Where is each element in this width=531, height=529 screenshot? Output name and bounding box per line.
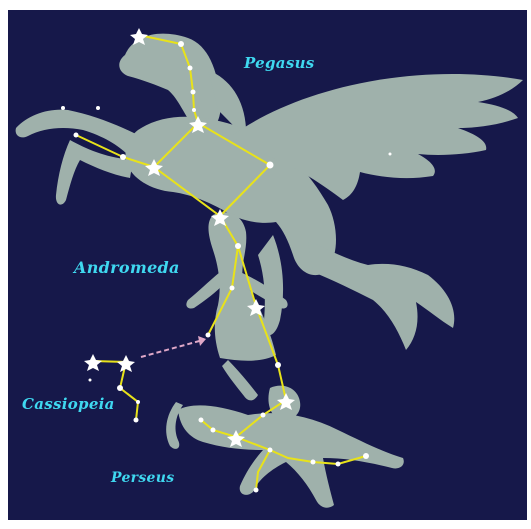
label-andromeda: Andromeda (74, 258, 180, 277)
arrow-to-andromeda (141, 340, 203, 357)
label-cassiopeia: Cassiopeia (22, 395, 115, 413)
night-sky-background: Pegasus Andromeda Cassiopeia Perseus (8, 10, 527, 520)
pegasus-figure (16, 34, 523, 350)
label-perseus: Perseus (111, 470, 174, 486)
star-icon (84, 354, 102, 371)
star-icon (117, 355, 135, 372)
label-pegasus: Pegasus (244, 54, 315, 72)
arrowhead-icon (198, 336, 206, 346)
